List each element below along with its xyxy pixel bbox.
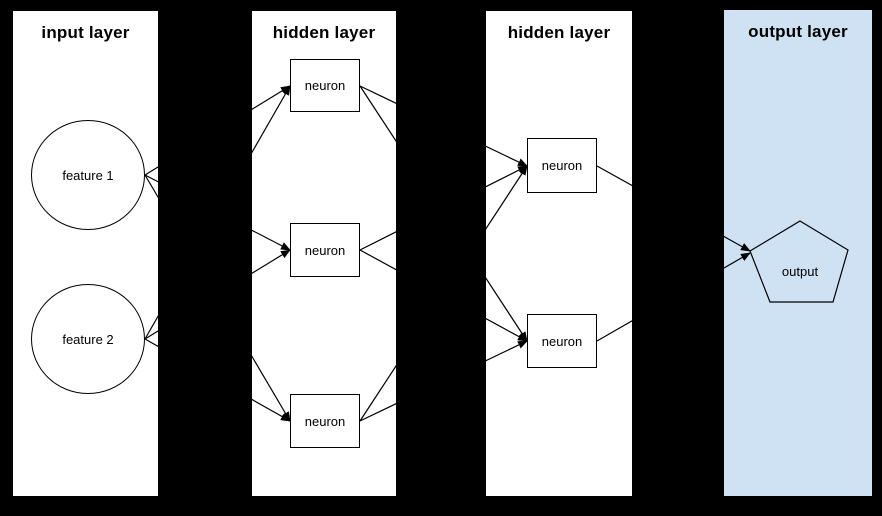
hidden2-neuron-2-label: neuron xyxy=(541,333,583,349)
hidden1-neuron-1-label: neuron xyxy=(304,78,346,93)
output-layer-title: output layer xyxy=(748,22,848,41)
node-feature-2: feature 2 xyxy=(31,284,145,394)
hidden1-neuron-2-label: neuron xyxy=(304,242,346,258)
feature-1-label: feature 1 xyxy=(62,167,114,183)
node-hidden1-neuron-1: neuron xyxy=(290,59,360,112)
feature-2-label: feature 2 xyxy=(62,331,114,347)
hidden1-neuron-3-label: neuron xyxy=(304,413,346,429)
node-feature-1: feature 1 xyxy=(31,120,145,230)
hidden-layer-2-title: hidden layer xyxy=(507,23,611,42)
output-label: output xyxy=(781,264,819,279)
node-hidden2-neuron-2: neuron xyxy=(527,314,597,368)
node-hidden2-neuron-1: neuron xyxy=(527,138,597,193)
input-layer-title: input layer xyxy=(41,23,130,42)
hidden-layer-1-title: hidden layer xyxy=(272,23,376,42)
node-output: output xyxy=(745,216,855,308)
panel-hidden-layer-2: hidden layer xyxy=(486,11,632,496)
hidden2-neuron-1-label: neuron xyxy=(541,158,583,173)
node-hidden1-neuron-2: neuron xyxy=(290,223,360,277)
node-hidden1-neuron-3: neuron xyxy=(290,394,360,448)
panel-input-layer: input layer xyxy=(13,11,158,496)
pentagon-shape xyxy=(749,220,849,303)
